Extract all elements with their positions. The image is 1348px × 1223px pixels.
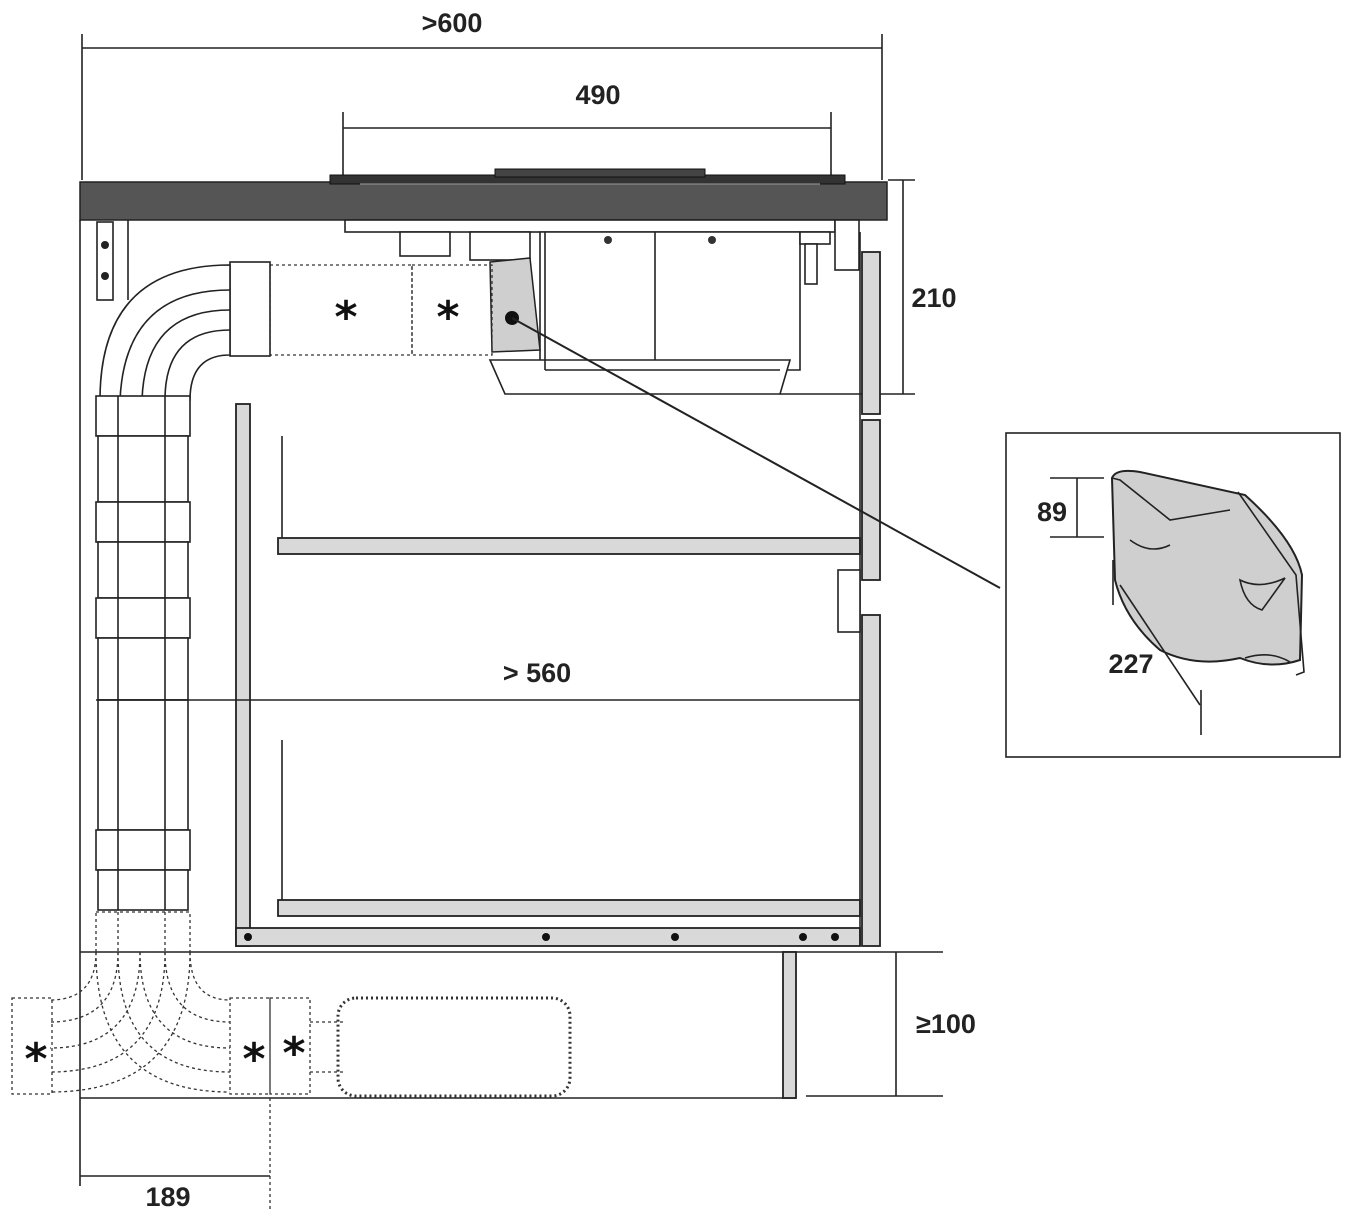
- asterisk-marker-2: *: [436, 292, 459, 343]
- dimension-hob-width-label: 490: [575, 80, 620, 110]
- asterisk-marker-5: *: [282, 1028, 305, 1079]
- duct-adapter-detail: [1110, 469, 1304, 666]
- duct-elbow: [99, 264, 231, 401]
- dimension-inner-width: > 560: [96, 658, 860, 701]
- wall-bracket: [96, 221, 114, 301]
- duct-adapter: [489, 257, 541, 353]
- dimension-plinth-height: ≥100: [895, 952, 976, 1096]
- detail-length-label: 227: [1108, 649, 1153, 679]
- vertical-duct: [95, 395, 191, 911]
- hob-body: [344, 219, 860, 395]
- duct-connector: [229, 261, 271, 357]
- dimension-duct-offset-label: 189: [145, 1182, 190, 1212]
- asterisk-marker-1: *: [334, 292, 357, 343]
- optional-duct-top: * *: [269, 264, 493, 356]
- dimension-inner-width-label: > 560: [503, 658, 571, 688]
- dimension-plinth-height-label: ≥100: [916, 1009, 976, 1039]
- asterisk-marker-3: *: [24, 1034, 47, 1085]
- dimension-width-total-label: >600: [422, 8, 483, 38]
- dimension-hob-width: 490: [342, 80, 832, 220]
- detail-height-label: 89: [1037, 497, 1067, 527]
- cabinet: [235, 232, 881, 947]
- dimension-hob-depth-label: 210: [911, 283, 956, 313]
- asterisk-marker-4: *: [242, 1034, 265, 1085]
- dimension-width-total: >600: [81, 8, 883, 180]
- worktop: [79, 181, 888, 221]
- detail-leader-line: [511, 317, 1001, 589]
- plinth-duct-routing: * * *: [11, 911, 572, 1098]
- dimension-hob-depth: 210: [780, 179, 957, 395]
- detail-inset: 89 227: [1005, 432, 1341, 758]
- plinth: [80, 951, 943, 1099]
- dimension-duct-offset: 189: [79, 1098, 271, 1212]
- hob: [329, 168, 846, 185]
